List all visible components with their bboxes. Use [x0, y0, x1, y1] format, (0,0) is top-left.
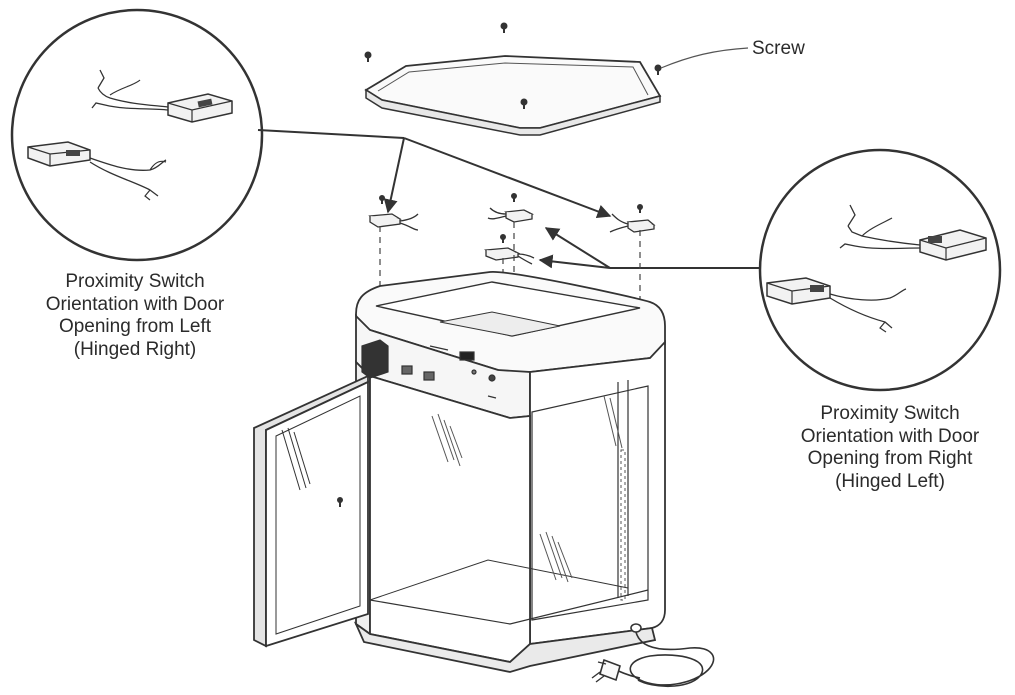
top-panel [364, 55, 662, 136]
screw-icon [379, 195, 385, 204]
screw-callout-line [660, 47, 749, 69]
proximity-brackets [368, 207, 656, 265]
right-orientation-caption: Proximity Switch Orientation with Door O… [776, 403, 1004, 493]
proximity-bracket-center-lower [483, 247, 535, 265]
proximity-bracket-right [609, 213, 656, 233]
caption-line: Proximity Switch [820, 403, 960, 424]
control-panel-details [361, 339, 497, 399]
leader-line-left-circle [257, 129, 405, 139]
screw-icon [500, 22, 508, 33]
screw-icon [520, 98, 528, 109]
proximity-switch-left-lower [27, 141, 167, 201]
arrow-to-left-bracket [383, 137, 405, 214]
plug-icon [599, 658, 621, 682]
screw-icon [337, 497, 343, 507]
cabinet-body [353, 271, 666, 673]
caption-line: Orientation with Door [45, 293, 225, 315]
caption-line: Proximity Switch [65, 271, 205, 292]
screw-label: Screw [752, 38, 805, 59]
caption-line: Orientation with Door [800, 425, 980, 447]
cabinet-front-glass [369, 374, 531, 663]
caption-line: Opening from Right [807, 448, 973, 469]
proximity-switch-left-upper [91, 69, 233, 123]
screw-icon [637, 204, 643, 213]
cabinet-base [353, 621, 657, 673]
power-cord [591, 623, 715, 688]
arrow-to-right-bracket [403, 137, 612, 219]
caption-line: (Hinged Right) [73, 338, 197, 360]
caption-line: Opening from Left [58, 316, 212, 337]
glass-reflections [431, 395, 623, 583]
right-detail-circle [758, 148, 1002, 392]
arrow-to-center-bracket-lower [538, 254, 611, 269]
bracket-screws [379, 193, 643, 243]
caption-line: (Hinged Left) [835, 470, 945, 492]
leader-lines [257, 129, 760, 269]
screw-icon [654, 64, 662, 75]
screw-icon [511, 193, 517, 202]
proximity-switch-right-upper [839, 204, 987, 261]
screw-icons-top [364, 22, 662, 109]
proximity-switch-right-lower [766, 277, 907, 333]
proximity-bracket-left [368, 213, 419, 231]
left-orientation-caption: Proximity Switch Orientation with Door O… [20, 271, 250, 361]
arrow-to-center-bracket-upper [544, 227, 611, 269]
power-switch-icon [361, 339, 389, 379]
left-detail-circle [10, 8, 264, 262]
rail-holes [620, 449, 626, 601]
display-icon [459, 351, 475, 361]
screw-icon [500, 234, 506, 243]
cabinet-door [253, 374, 369, 648]
screw-icon [364, 51, 372, 62]
proximity-bracket-center-upper [487, 207, 535, 223]
